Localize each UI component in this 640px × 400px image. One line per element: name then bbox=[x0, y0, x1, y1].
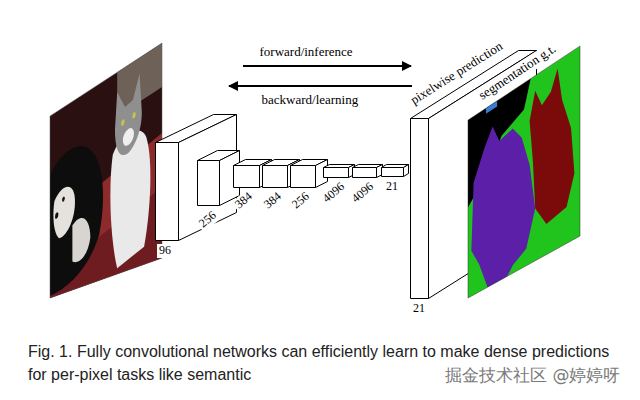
block-face bbox=[291, 166, 316, 188]
input-photo bbox=[50, 43, 162, 346]
block-face bbox=[156, 143, 179, 241]
layer-block: 21 bbox=[381, 164, 408, 176]
layer-label: 96 bbox=[157, 244, 173, 258]
layer-label: 21 bbox=[384, 180, 400, 194]
layer-block: 4096 bbox=[352, 164, 382, 177]
forward-arrow bbox=[243, 65, 411, 67]
photo-frame bbox=[50, 43, 162, 298]
figure-caption: Fig. 1. Fully convolutional networks can… bbox=[28, 340, 620, 386]
block-face bbox=[198, 161, 220, 206]
block-face bbox=[234, 166, 260, 188]
block-shape bbox=[381, 164, 409, 177]
layer-label: 4096 bbox=[348, 179, 378, 208]
block-shape bbox=[290, 159, 328, 188]
layer-label: 256 bbox=[288, 189, 314, 214]
layer-block: 4096 bbox=[323, 164, 354, 177]
layer-label: 21 bbox=[411, 302, 427, 316]
layer-label: 384 bbox=[260, 189, 286, 214]
block-face bbox=[263, 166, 288, 188]
block-face bbox=[382, 168, 404, 177]
block-face bbox=[404, 165, 409, 177]
block-shape bbox=[323, 164, 355, 178]
layer-block: 256 bbox=[197, 150, 239, 205]
watermark: 掘金技术社区 @婷婷呀 bbox=[443, 366, 622, 386]
layer-block: 256 bbox=[290, 159, 327, 187]
arrow-label: forward/inference bbox=[258, 45, 355, 60]
block-face bbox=[411, 119, 429, 299]
block-face bbox=[324, 168, 349, 178]
backward-arrow bbox=[229, 85, 412, 87]
block-face bbox=[353, 168, 377, 178]
block-shape bbox=[352, 164, 383, 178]
arrow-label: backward/learning bbox=[260, 93, 361, 108]
segmentation-map: segmentation g.t. bbox=[468, 46, 580, 298]
